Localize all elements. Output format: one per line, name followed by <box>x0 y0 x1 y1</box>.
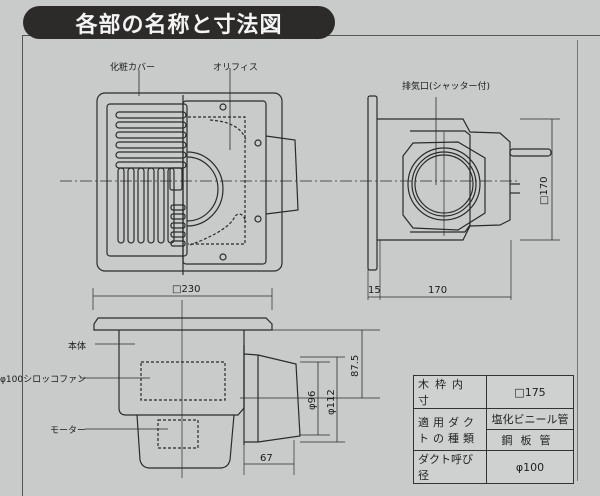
spec-value: φ100 <box>486 450 574 484</box>
dimension-drawing <box>60 68 560 478</box>
spec-row: 木枠内寸 □175 <box>413 375 574 409</box>
dim-side-height: □170 <box>539 176 550 205</box>
spec-value: 鋼板管 <box>486 429 574 451</box>
dim-flange: 15 <box>368 285 381 296</box>
label-body: 本体 <box>68 342 87 352</box>
cover-louvers <box>115 111 187 247</box>
dim-offset: 87.5 <box>350 354 361 377</box>
label-exhaust: 排気口(シャッター付) <box>402 82 491 92</box>
orifice-plate <box>182 100 267 265</box>
spec-row: 適用ダクトの種類 塩化ビニール管 <box>413 408 574 451</box>
dim-protrude: 67 <box>260 453 273 464</box>
spec-value: □175 <box>486 375 574 409</box>
cover-outline <box>96 92 283 272</box>
dim-d112: φ112 <box>326 389 337 415</box>
spec-value: 塩化ビニール管 <box>486 408 574 430</box>
dim-d96: φ96 <box>307 390 318 410</box>
label-motor: モーター <box>50 426 87 436</box>
page-edge-line <box>577 40 578 481</box>
label-cover: 化粧カバー <box>110 63 156 73</box>
label-orifice: オリフィス <box>213 63 258 73</box>
side-view <box>360 95 560 300</box>
spec-table: 木枠内寸 □175 適用ダクトの種類 塩化ビニール管 鋼板管 ダクト呼び径 φ1… <box>413 375 574 484</box>
page-title: 各部の名称と寸法図 <box>23 6 335 39</box>
dim-front-width: □230 <box>172 284 201 295</box>
spec-label: 適用ダクトの種類 <box>413 408 487 451</box>
dim-depth: 170 <box>428 285 448 296</box>
label-fan: φ100シロッコファン <box>0 375 87 385</box>
front-view <box>60 68 360 275</box>
spec-label: 木枠内寸 <box>413 375 487 409</box>
spec-row: ダクト呼び径 φ100 <box>413 450 574 484</box>
section-view <box>80 288 380 478</box>
spec-label: ダクト呼び径 <box>413 450 487 484</box>
